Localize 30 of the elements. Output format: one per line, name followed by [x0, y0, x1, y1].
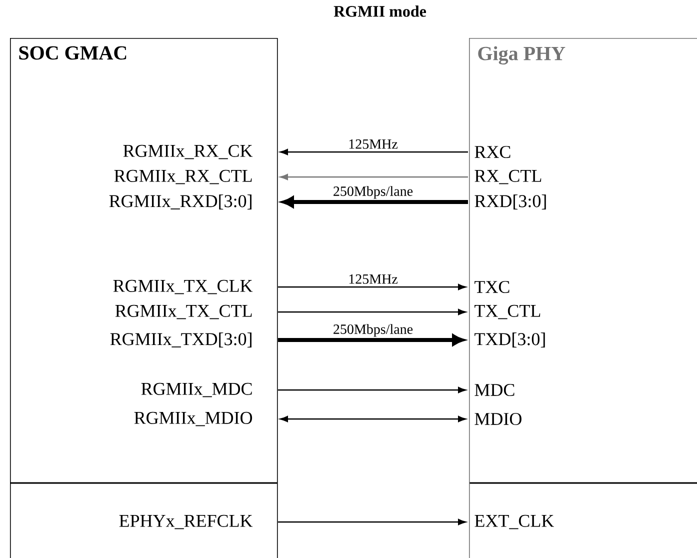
pin-label: TX_CTL: [474, 304, 540, 320]
pin-label: RXC: [474, 146, 510, 158]
pin-label: RGMIIx_TX_CTL: [115, 304, 252, 320]
pin-label: TXC: [474, 280, 510, 294]
pin-label: RGMIIx_MDIO: [134, 412, 252, 426]
edge-label: 125MHz: [347, 273, 399, 285]
pin-label: RGMIIx_TX_CLK: [113, 280, 253, 294]
pin-label: TXD[3:0]: [474, 332, 545, 348]
pin-label: MDIO: [474, 412, 522, 426]
pin-label: EXT_CLK: [474, 514, 554, 530]
arrow: [280, 148, 468, 156]
pin-label: RGMIIx_RX_CK: [123, 144, 253, 160]
arrow: [280, 416, 466, 422]
pin-label: RX_CTL: [474, 170, 542, 184]
arrow: [278, 386, 466, 394]
edge-label: 125MHz: [347, 138, 399, 150]
edge-label: 250Mbps/lane: [332, 323, 414, 338]
title: RGMII mode: [334, 6, 426, 17]
pin-label: RGMIIx_MDC: [141, 382, 252, 398]
pin-label: EPHYx_REFCLK: [119, 514, 253, 530]
pin-label: RGMIIx_RX_CTL: [114, 170, 252, 184]
pin-label: RXD[3:0]: [474, 194, 546, 210]
arrow: [278, 518, 466, 526]
arrow: [278, 284, 466, 290]
arrow: [280, 174, 468, 180]
pin-label: RGMIIx_RXD[3:0]: [109, 194, 252, 210]
edge-label: 250Mbps/lane: [332, 185, 414, 200]
arrow: [278, 308, 466, 316]
pin-label: RGMIIx_TXD[3:0]: [110, 332, 252, 348]
pin-label: MDC: [474, 384, 514, 396]
